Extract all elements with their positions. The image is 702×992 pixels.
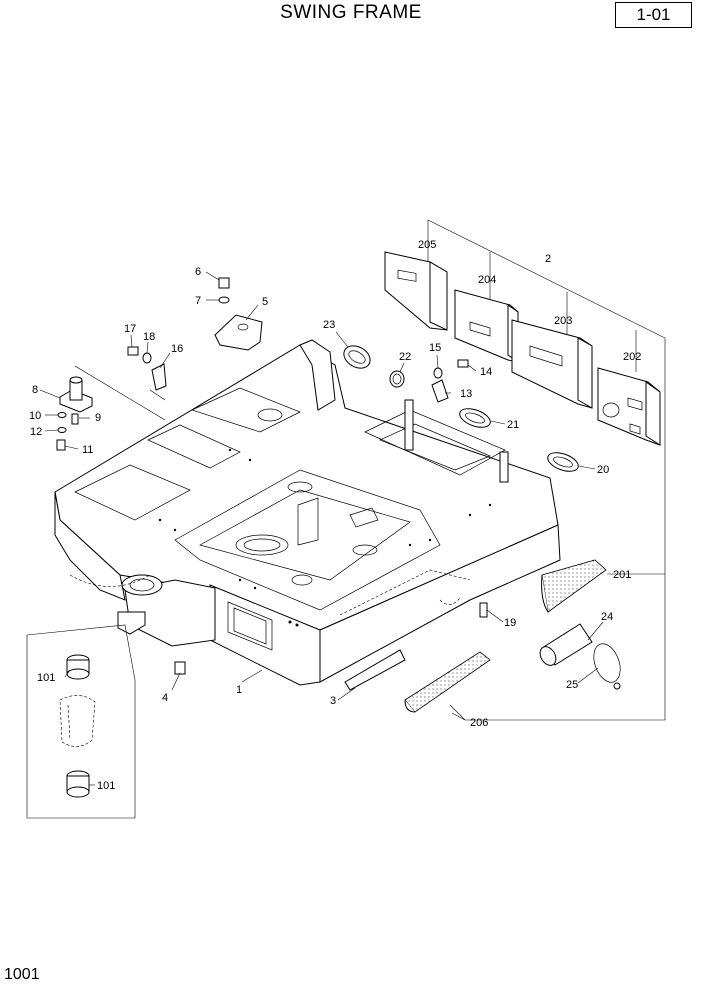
callout-5: 5	[262, 296, 268, 308]
page-reference-box: 1-01	[615, 2, 692, 28]
counterweight-plate-204	[454, 289, 519, 363]
callout-21: 21	[507, 419, 519, 431]
callout-18: 18	[143, 331, 155, 343]
callout-201: 201	[613, 569, 631, 581]
callout-10: 10	[29, 410, 41, 422]
pivot-bushing-detail	[26, 624, 136, 819]
callout-8: 8	[32, 384, 38, 396]
callout-203: 203	[554, 315, 572, 327]
callout-202: 202	[623, 351, 641, 363]
callout-16: 16	[171, 343, 183, 355]
callout-101-upper: 101	[37, 672, 55, 684]
callout-101-lower: 101	[97, 780, 115, 792]
callout-9: 9	[95, 412, 101, 424]
callout-17: 17	[124, 323, 136, 335]
callout-1: 1	[236, 684, 242, 696]
swing-frame-main-body	[54, 339, 561, 686]
page-title: SWING FRAME	[280, 2, 422, 23]
callout-206: 206	[470, 717, 488, 729]
callout-11: 11	[82, 444, 93, 456]
callout-12: 12	[30, 426, 42, 438]
callout-22: 22	[399, 351, 411, 363]
callout-15: 15	[429, 342, 441, 354]
leader-lines	[39, 271, 604, 786]
callout-204: 204	[478, 274, 496, 286]
callout-13: 13	[460, 388, 472, 400]
callout-7: 7	[195, 295, 201, 307]
callout-19: 19	[504, 617, 516, 629]
callout-205: 205	[418, 239, 436, 251]
counterweight-plate-203	[511, 319, 593, 409]
callout-14: 14	[480, 366, 492, 378]
callout-23: 23	[323, 319, 335, 331]
callout-4: 4	[162, 692, 168, 704]
callout-labels: 1 2 3 4 5 6 7 8 9 10 11 12 13 14 15 16 1…	[29, 239, 641, 792]
callout-2: 2	[545, 253, 551, 265]
counterweight-plate-205	[384, 251, 448, 331]
callout-24: 24	[601, 611, 613, 623]
callout-6: 6	[195, 266, 201, 278]
callout-3: 3	[330, 695, 336, 707]
callout-20: 20	[597, 464, 609, 476]
counterweight-bracket-lines	[427, 219, 666, 721]
callout-25: 25	[566, 679, 578, 691]
counterweight-plate-202	[597, 367, 661, 446]
page-number: 1001	[4, 966, 40, 983]
